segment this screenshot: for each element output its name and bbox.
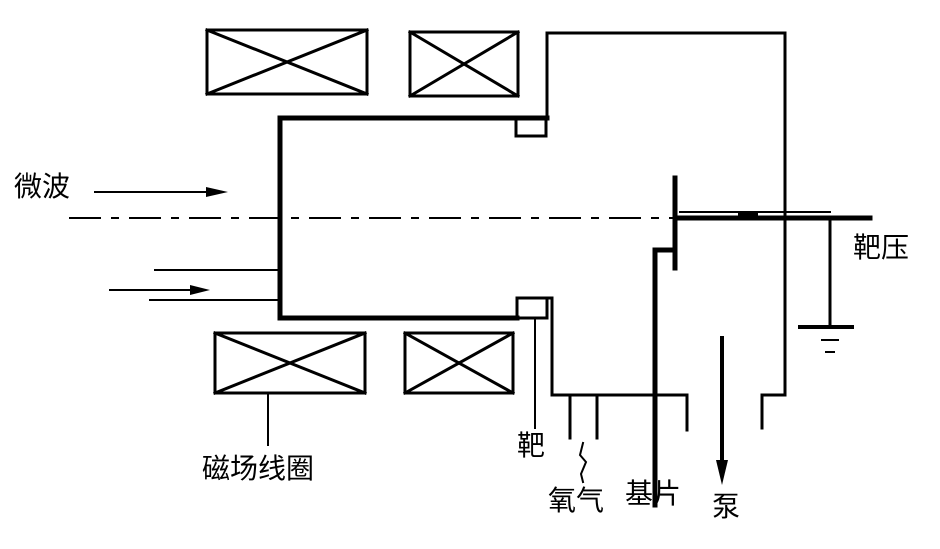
target-bottom <box>515 296 549 320</box>
input-arrow-1 <box>109 285 210 295</box>
label-target-voltage: 靶压 <box>853 231 910 264</box>
magnetic-coil-top-left <box>205 28 369 96</box>
substrate-rod <box>652 247 678 508</box>
label-microwave: 微波 <box>14 170 71 203</box>
target-top <box>514 116 548 138</box>
label-pump: 泵 <box>712 490 741 523</box>
deposition-chamber <box>545 31 787 430</box>
magnetic-coil-bottom-left <box>213 331 367 395</box>
label-oxygen: 氧气 <box>548 484 605 517</box>
plasma-chamber <box>277 115 550 321</box>
oxygen-flow-arrow <box>578 441 588 484</box>
pump-arrow <box>716 336 728 485</box>
magnetic-coil-top-right <box>407 29 521 99</box>
label-magnetic-coil: 磁场线圈 <box>202 452 315 485</box>
label-substrate: 基片 <box>625 477 682 510</box>
microwave-arrow <box>94 187 228 197</box>
voltage-feedthrough <box>738 213 758 219</box>
deposition-chamber-floor <box>545 296 689 432</box>
magnetic-coil-bottom-right <box>402 330 516 396</box>
label-target: 靶 <box>517 429 546 462</box>
